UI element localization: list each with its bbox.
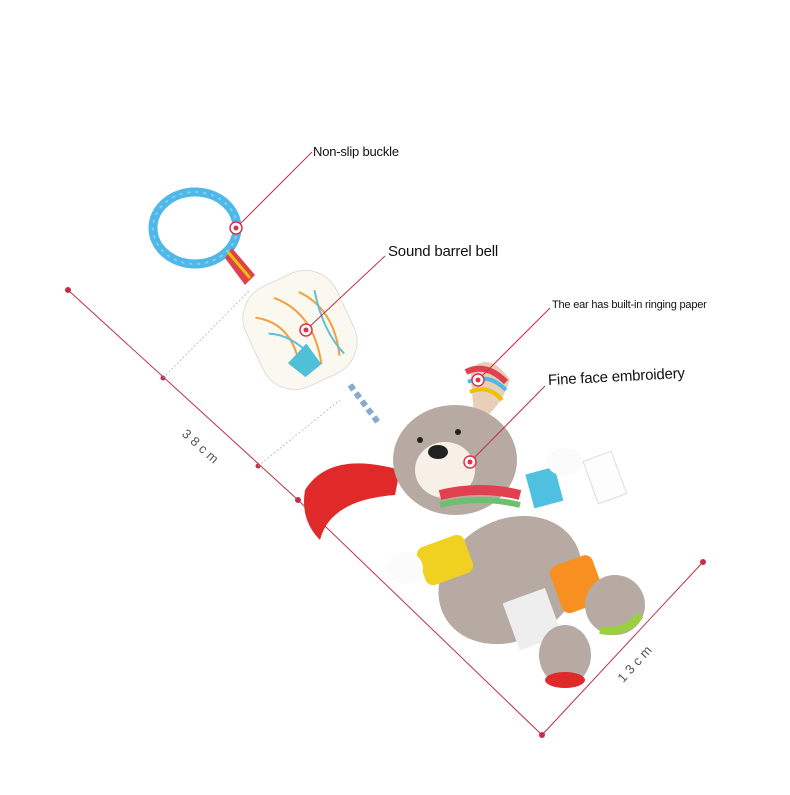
width-dimension-line — [297, 499, 706, 738]
product-tag — [582, 450, 628, 505]
callout-non-slip-buckle: Non-slip buckle — [313, 144, 399, 159]
callout-ear-ringing-paper: The ear has built-in ringing paper — [552, 299, 707, 311]
plush-dog — [387, 362, 645, 688]
callout-lines — [235, 151, 551, 463]
callout-sound-barrel-bell: Sound barrel bell — [388, 243, 499, 260]
callout-markers — [229, 221, 485, 469]
teether-ring — [148, 187, 242, 269]
